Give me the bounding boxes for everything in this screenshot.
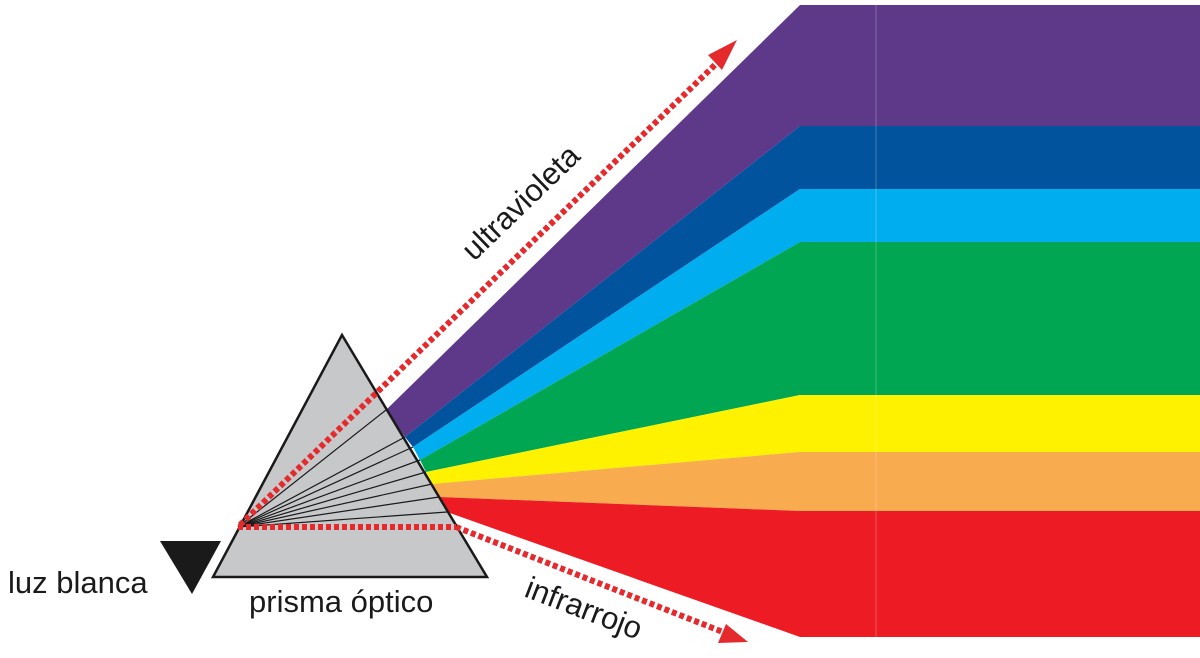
band-green <box>420 242 1200 472</box>
band-yellow <box>426 395 1200 484</box>
arrows <box>237 40 748 643</box>
white-light-label: luz blanca <box>8 565 148 600</box>
band-orange <box>432 452 1200 511</box>
refraction-line <box>237 471 427 528</box>
prism-label: prisma óptico <box>249 584 433 619</box>
band-red <box>439 497 1200 637</box>
refraction-line <box>237 483 433 528</box>
refraction-line <box>237 496 440 528</box>
band-light-blue <box>413 189 1200 460</box>
refraction-line <box>237 436 406 528</box>
prism <box>210 332 490 579</box>
refraction-line <box>237 446 414 528</box>
refraction-lines <box>237 409 448 528</box>
infrared-ray <box>454 524 730 637</box>
infrared-label: infrarrojo <box>520 570 647 647</box>
refraction-line <box>237 409 387 528</box>
ultraviolet-ray <box>237 57 723 528</box>
ultraviolet-arrow-icon <box>708 40 737 70</box>
refraction-line <box>237 459 421 528</box>
white-light-input-triangle-icon <box>160 541 221 594</box>
band-dark-blue <box>405 126 1200 447</box>
spectrum-bands <box>386 5 1200 637</box>
band-purple <box>386 5 1200 437</box>
infrared-arrow-icon <box>718 624 748 643</box>
prism-body <box>210 332 490 579</box>
